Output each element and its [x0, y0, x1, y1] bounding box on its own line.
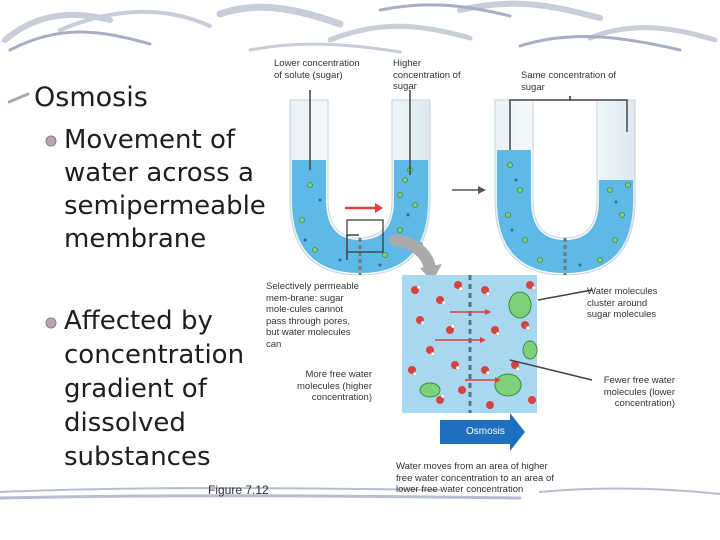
- osmosis-arrow-shape: [440, 413, 525, 451]
- callout-higher-concentration: Higher concentration of sugar: [393, 58, 461, 92]
- u-tube-right-water-left-arm: [497, 150, 633, 273]
- callout-membrane: Selectively permeable mem-brane: sugar m…: [266, 281, 359, 350]
- callout-more-free-water: More free water molecules (higher concen…: [297, 369, 372, 403]
- callout-same-concentration: Same concentration of sugar: [521, 70, 617, 93]
- u-tube-left-water: [292, 160, 428, 273]
- osmosis-arrow-label: Osmosis: [466, 426, 505, 437]
- callout-lower-concentration: Lower concentration of solute (sugar): [274, 58, 360, 81]
- bullet-text-movement: Movement of water across a semipermeable…: [64, 125, 266, 254]
- figure-number-label: Figure 7.12: [208, 483, 269, 497]
- bullet-dot-icon: [45, 135, 57, 147]
- osmosis-figure: [289, 90, 636, 451]
- bullet-dot-icon: [45, 317, 57, 329]
- title-bullet-icon: [8, 92, 30, 104]
- bullet-text-concentration: Affected by concentration gradient of di…: [64, 306, 245, 472]
- figure-caption: Water moves from an area of higher free …: [396, 461, 554, 495]
- callout-water-cluster: Water molecules cluster around sugar mol…: [587, 286, 658, 320]
- footer-swoosh-decoration: [0, 487, 720, 500]
- header-swoosh-decoration: [2, 0, 718, 54]
- callout-fewer-free-water: Fewer free water molecules (lower concen…: [603, 375, 675, 409]
- slide-title: Osmosis: [34, 82, 148, 113]
